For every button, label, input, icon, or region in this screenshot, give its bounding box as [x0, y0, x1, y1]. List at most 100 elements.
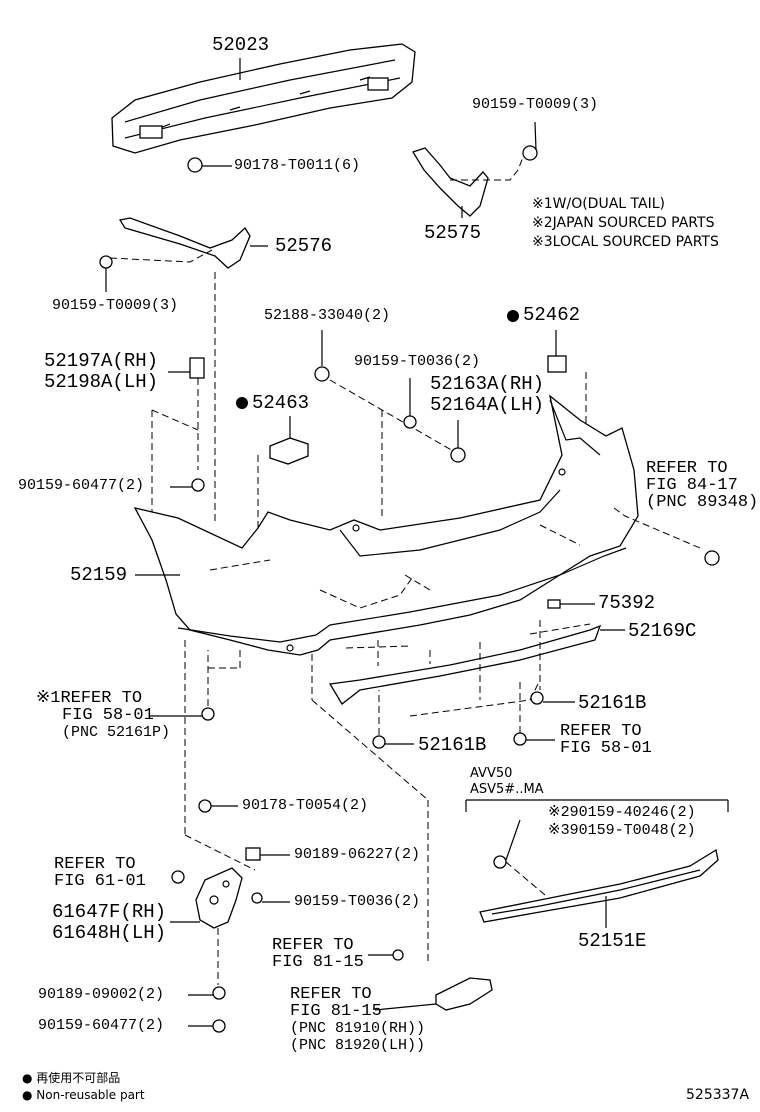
non-reusable-mark-52463 — [236, 397, 248, 409]
refer-fig58a-mark: ※1 — [36, 689, 61, 708]
footnote-3-mark: ※3 — [532, 234, 553, 250]
part-label-90159-t0036-low: 90159-T0036(2) — [294, 893, 421, 910]
legend-japanese: ● 再使用不可部品 — [22, 1071, 121, 1085]
variant-part-2: ※390159-T0048(2) — [548, 822, 696, 839]
footnote-3: ※3LOCAL SOURCED PARTS — [532, 233, 719, 252]
bolt-90159-t0036-top-drawing — [403, 415, 417, 429]
refer-fig58b: REFER TO FIG 58-01 — [560, 723, 652, 757]
variant-model-1: AVV50 — [470, 766, 513, 781]
part-label-52188: 52188-33040(2) — [264, 307, 391, 324]
footnote-3-text: LOCAL SOURCED PARTS — [552, 234, 719, 250]
bolt-52151e-drawing — [493, 855, 507, 869]
refer-fig58b-line1: REFER TO — [560, 722, 642, 741]
part-label-support-pair: 61647F(RH) 61648H(LH) — [52, 903, 166, 943]
footnote-list: ※1W/O(DUAL TAIL) ※2JAPAN SOURCED PARTS ※… — [532, 195, 719, 252]
variant-part-1: ※290159-40246(2) — [548, 804, 696, 821]
refer-fig61-line1: REFER TO — [54, 855, 136, 874]
part-label-52575: 52575 — [424, 222, 482, 244]
fastener-fig81a-drawing — [392, 949, 404, 961]
fastener-fig58b-drawing — [513, 732, 527, 746]
refer-fig81a: REFER TO FIG 81-15 — [272, 937, 364, 971]
fastener-fig84-drawing — [704, 550, 720, 566]
refer-fig58a: ※1REFER TO FIG 58-01 (PNC 52161P) — [36, 690, 170, 741]
bracket-52575-drawing — [412, 147, 526, 217]
retainer-rh: 52197A(RH) — [44, 350, 159, 372]
garnish-52169c-drawing — [328, 620, 602, 717]
support-61647f-drawing — [195, 867, 243, 929]
part-label-90189-09002: 90189-09002(2) — [38, 986, 165, 1003]
part-label-90159-t0009-left: 90159-T0009(3) — [52, 297, 179, 314]
part-label-90178-t0054: 90178-T0054(2) — [242, 797, 369, 814]
part-label-52161b-right: 52161B — [578, 692, 647, 714]
clip-52161b-right-drawing — [530, 691, 544, 705]
reflector-drawing — [435, 977, 493, 1011]
pad-52462-drawing — [547, 355, 567, 373]
non-reusable-legend: ● 再使用不可部品 ● Non-reusable part — [22, 1070, 145, 1104]
footnote-1-text: W/O(DUAL TAIL) — [552, 196, 665, 212]
footnote-2: ※2JAPAN SOURCED PARTS — [532, 214, 719, 233]
refer-fig84-line3: (PNC 89348) — [646, 493, 759, 512]
footnote-2-mark: ※2 — [532, 215, 553, 231]
variant-parts: ※290159-40246(2) ※390159-T0048(2) — [548, 804, 696, 840]
part-label-52161b-mid: 52161B — [418, 734, 487, 756]
support-rh: 61647F(RH) — [52, 901, 167, 923]
nut-90189-06227-drawing — [245, 847, 261, 861]
refer-fig81b-line3: (PNC 81910(RH)) — [290, 1020, 426, 1037]
part-label-retainer-pair: 52197A(RH) 52198A(LH) — [44, 352, 158, 392]
clip-52161b-mid-drawing — [372, 735, 386, 749]
bolt-90159-60477-top-drawing — [191, 478, 205, 492]
refer-fig58b-line2: FIG 58-01 — [560, 739, 652, 758]
bolt-90159-t0009-top-drawing — [522, 145, 538, 161]
variant-models: AVV50 ASV5#..MA — [470, 766, 544, 798]
footnote-1-mark: ※1 — [532, 196, 553, 212]
part-label-75392: 75392 — [598, 592, 656, 614]
bracket-rh: 52163A(RH) — [430, 373, 545, 395]
part-label-52151e: 52151E — [578, 930, 647, 952]
part-label-52159: 52159 — [70, 564, 128, 586]
part-label-90159-60477-low: 90159-60477(2) — [38, 1017, 165, 1034]
diagram-id: 525337A — [686, 1087, 750, 1103]
pad-52463-drawing — [269, 437, 309, 465]
refer-fig58a-line1: REFER TO — [60, 689, 143, 708]
bracket-52163a-drawing — [450, 447, 466, 463]
refer-fig81a-line2: FIG 81-15 — [272, 953, 364, 972]
garnish-52151e-drawing — [479, 848, 719, 923]
footnote-2-text: JAPAN SOURCED PARTS — [552, 215, 715, 231]
footnote-1: ※1W/O(DUAL TAIL) — [532, 195, 719, 214]
refer-fig58a-line3: (PNC 52161P) — [62, 724, 171, 741]
nut-90189-09002-drawing — [212, 986, 226, 1000]
part-label-90178-t0011: 90178-T0011(6) — [234, 157, 361, 174]
refer-fig84-line1: REFER TO — [646, 459, 728, 478]
bumper-reinforcement-drawing — [111, 43, 416, 154]
bracket-52576-drawing — [109, 217, 251, 269]
retainer-lh: 52198A(LH) — [44, 371, 159, 393]
refer-fig81b: REFER TO FIG 81-15 (PNC 81910(RH)) (PNC … — [290, 986, 425, 1054]
part-label-90159-t0009-top: 90159-T0009(3) — [472, 96, 599, 113]
part-label-90189-06227: 90189-06227(2) — [294, 846, 421, 863]
bracket-lh: 52164A(LH) — [430, 394, 545, 416]
part-label-52169c: 52169C — [628, 620, 697, 642]
part-label-52576: 52576 — [275, 235, 333, 257]
refer-fig84-line2: FIG 84-17 — [646, 476, 738, 495]
nut-90178-t0054-drawing — [198, 799, 212, 813]
bolt-90159-t0036-low-drawing — [251, 892, 263, 904]
part-label-52023: 52023 — [212, 34, 270, 56]
variant-model-2: ASV5#..MA — [470, 782, 544, 797]
part-label-52462: 52462 — [523, 304, 581, 326]
refer-fig81b-line2: FIG 81-15 — [290, 1002, 382, 1021]
retainer-52197a-drawing — [189, 357, 205, 379]
bolt-90159-60477-low-drawing — [212, 1019, 226, 1033]
clip-52188-drawing — [314, 366, 330, 382]
refer-fig81b-line1: REFER TO — [290, 985, 372, 1004]
part-label-52463: 52463 — [252, 392, 310, 414]
part-label-bracket-pair: 52163A(RH) 52164A(LH) — [430, 375, 544, 415]
non-reusable-mark-52462 — [507, 310, 519, 322]
refer-fig81a-line1: REFER TO — [272, 936, 354, 955]
refer-fig61: REFER TO FIG 61-01 — [54, 856, 146, 890]
fastener-fig61-drawing — [171, 870, 185, 884]
nut-90178-t0011-drawing — [187, 157, 203, 173]
bolt-90159-t0009-left-drawing — [99, 255, 113, 269]
part-label-90159-t0036-top: 90159-T0036(2) — [354, 353, 481, 370]
